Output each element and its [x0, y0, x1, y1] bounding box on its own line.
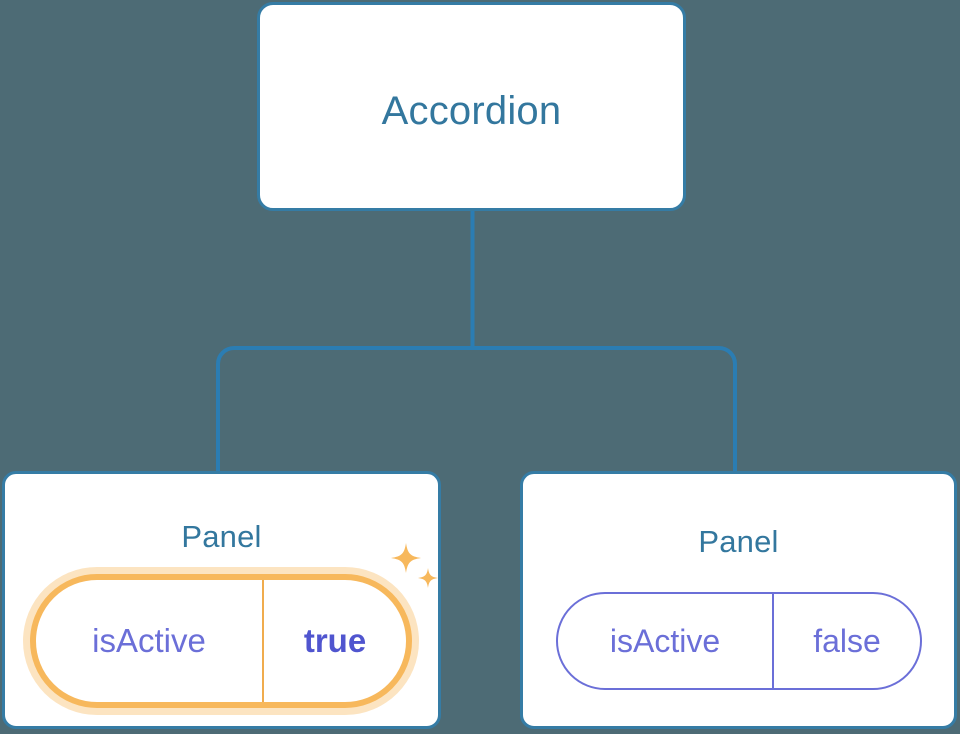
prop-key-label: isActive [92, 622, 206, 659]
prop-pill-isactive-false[interactable]: isActive false [556, 592, 922, 690]
connector-bus-to-right-panel [472, 346, 737, 473]
connector-bus-to-left-panel [216, 346, 473, 473]
node-accordion-title: Accordion [381, 89, 562, 133]
prop-value-label: false [772, 594, 920, 688]
prop-pill-isactive-true[interactable]: isActive true [30, 574, 412, 708]
node-panel-inactive-title: Panel [698, 524, 779, 559]
node-accordion[interactable]: Accordion [257, 2, 686, 211]
node-panel-active-title: Panel [181, 519, 262, 554]
prop-key-label: isActive [609, 622, 721, 659]
prop-value-label: true [262, 580, 406, 702]
